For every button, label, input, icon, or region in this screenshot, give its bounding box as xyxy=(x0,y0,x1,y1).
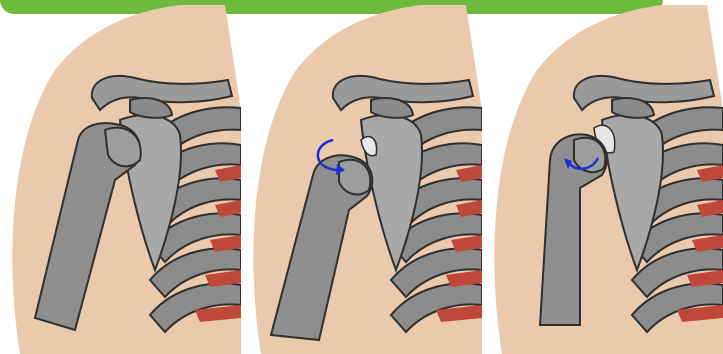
panel-subluxation xyxy=(241,0,482,354)
panel-reduction xyxy=(482,0,723,354)
panel-normal-shoulder xyxy=(0,0,241,354)
